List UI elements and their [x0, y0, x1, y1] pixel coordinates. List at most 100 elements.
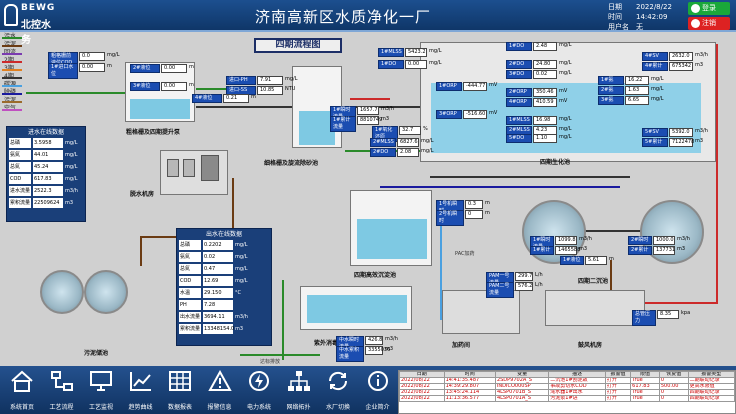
legend-label: 4期: [4, 73, 14, 81]
clarifier-reading-value: 8.35: [657, 310, 679, 319]
dosing-reading-unit: L/h: [535, 272, 543, 278]
alarm-cell: 打开: [604, 395, 632, 402]
nav-process[interactable]: 工艺流程: [44, 370, 80, 414]
outflow-unit: mg/L: [235, 242, 248, 248]
outflow-value: 29.150: [203, 288, 233, 298]
nav-switch[interactable]: 水厂切换: [320, 370, 356, 414]
dosing-reading-value: 0: [465, 210, 483, 219]
nav-trend[interactable]: 趋势曲线: [123, 370, 159, 414]
dense-tank-structure[interactable]: [350, 190, 432, 266]
nav-monitor[interactable]: 工艺监视: [83, 370, 119, 414]
header-bar: BEWG 北控水务 济南高新区水质净化一厂 日期 时间 用户名 2022/8/2…: [0, 0, 736, 46]
outflow-key: PH: [179, 300, 201, 310]
top-reading-value: 0.00: [161, 64, 187, 73]
clarifier-reading-label: 2#累计: [628, 246, 652, 255]
clarifier-reading-unit: kpa: [681, 310, 691, 316]
outflow-unit: m3/h: [235, 314, 248, 320]
dewater-building[interactable]: [160, 150, 228, 195]
mid-reading-value: 32.7: [399, 126, 421, 135]
sludge-thickener-1[interactable]: [40, 270, 84, 314]
monitor-icon: [89, 370, 113, 392]
mid-reading-value: 1657.7: [357, 106, 379, 115]
pipe: [430, 176, 630, 178]
nav-info[interactable]: 企业简介: [360, 370, 396, 414]
dewater-machine: [183, 159, 195, 177]
pipe: [380, 186, 620, 188]
bio-reading-value: 1.63: [625, 86, 649, 95]
pipe: [282, 280, 284, 360]
flowchart-title: 四期流程图: [254, 38, 342, 53]
clarifier-reading-value: 1000.0: [653, 236, 675, 245]
bio-reading-unit: m3/h: [695, 128, 708, 134]
nav-network[interactable]: 网络拓扑: [281, 370, 317, 414]
inflow-value: 617.83: [33, 174, 63, 184]
inflow-key: COD: [9, 174, 31, 184]
dense-tank-water: [357, 219, 427, 259]
legend-item: 污泥: [2, 97, 22, 106]
nav-power[interactable]: 电力系统: [241, 370, 277, 414]
logout-button[interactable]: 注销: [688, 17, 730, 30]
bio-reading-label: 1#DO: [506, 42, 532, 51]
bio-reading-unit: m3: [695, 62, 704, 68]
nav-label: 报警信息: [207, 404, 232, 411]
outflow-key: 出水流量: [179, 312, 201, 322]
nav-home[interactable]: 系统首页: [4, 370, 40, 414]
top-reading-label: 2#液位: [130, 64, 160, 73]
legend-swatch: [2, 109, 22, 111]
top-reading-label: 3#液位: [130, 82, 160, 91]
logo-mark-icon: [4, 4, 18, 26]
inflow-unit: m3: [65, 200, 74, 206]
pipe: [140, 236, 142, 266]
mid-reading-unit: mg/L: [421, 138, 434, 144]
top-reading-unit: mg/L: [107, 52, 120, 58]
dosing-reading-unit: L/h: [535, 282, 543, 288]
bio-reading-label: 1#氨: [598, 76, 624, 85]
mid-reading-value: 2.08: [397, 148, 419, 157]
outflow-value: 13348154.0: [203, 324, 235, 334]
legend-label: 污水: [4, 33, 16, 41]
sludge-thickener-2[interactable]: [84, 270, 128, 314]
inflow-unit: mg/L: [65, 140, 78, 146]
clarifier-reading-value: 1099.8: [555, 236, 577, 245]
blower-house[interactable]: [545, 290, 645, 326]
nav-label: 电力系统: [246, 404, 271, 411]
pipe-legend: 污水污泥回流2期3期4期碳源除磷污泥空气: [2, 33, 22, 114]
bio-reading-value: 2632.0: [669, 52, 693, 61]
pipe: [26, 92, 126, 94]
uv-caption: 紫外消毒池: [314, 340, 345, 347]
mid-reading-unit: m3: [381, 116, 390, 122]
user-value: 无: [636, 23, 643, 31]
login-button[interactable]: 登录: [688, 2, 730, 15]
inflow-unit: m3/h: [65, 188, 78, 194]
user-label: 用户名: [608, 23, 629, 31]
bio-reading-label: 3#ORP: [436, 110, 462, 119]
uv-channel-structure[interactable]: [300, 286, 412, 330]
nav-alarm[interactable]: 报警信息: [202, 369, 238, 414]
outflow-value: 0.47: [203, 264, 233, 274]
clarifier-reading-label: 2#瞬时: [628, 236, 652, 245]
dosing-reading-label: 中水累积流量: [336, 346, 364, 362]
mid-reading-value: 8810749: [357, 116, 382, 125]
legend-swatch: [2, 77, 22, 79]
legend-label: 空气: [4, 105, 16, 113]
dosing-reading-value: 0.3: [465, 200, 483, 209]
dosing-caption: 加药间: [452, 342, 471, 349]
inflow-value: 45.24: [33, 162, 63, 172]
outflow-key: 氨氮: [179, 252, 201, 262]
nav-label: 系统首页: [9, 404, 34, 411]
legend-item: 4期: [2, 73, 22, 82]
dosing-reading-value: 3355036: [365, 346, 390, 355]
nav-table[interactable]: 数据报表: [162, 370, 198, 414]
bio-reading-unit: mg/L: [559, 70, 572, 76]
clarifier-reading-unit: m3/h: [579, 236, 592, 242]
clarifier-reading-value: 137731: [653, 246, 675, 255]
header-values: 2022/8/22 14:42:09 无: [636, 2, 672, 32]
